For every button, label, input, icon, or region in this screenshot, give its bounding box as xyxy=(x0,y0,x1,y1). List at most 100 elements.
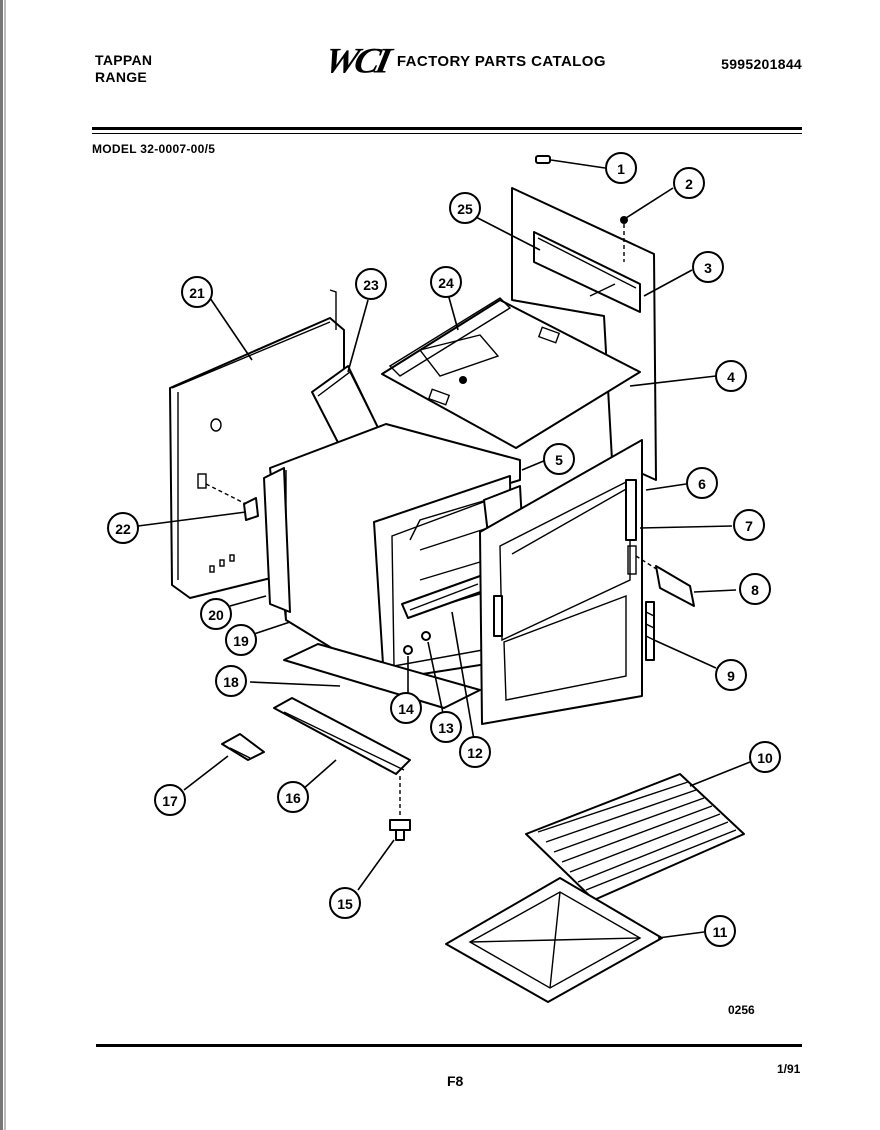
catalog-title: FACTORY PARTS CATALOG xyxy=(396,52,606,70)
part-11-broiler-pan xyxy=(445,877,663,1003)
callout-label: 10 xyxy=(757,750,773,766)
model-number: MODEL 32-0007-00/5 xyxy=(92,142,216,156)
header-rule-thick xyxy=(92,127,802,130)
footer-rule xyxy=(96,1044,802,1047)
header-rule-thin xyxy=(92,133,802,134)
callout-12: 12 xyxy=(459,736,491,768)
callout-label: 19 xyxy=(233,633,249,649)
callout-19: 19 xyxy=(225,624,257,656)
callout-label: 23 xyxy=(363,277,379,293)
callout-circle xyxy=(673,167,705,199)
callout-21: 21 xyxy=(181,276,213,308)
parts-1-2-top-fasteners xyxy=(535,155,628,262)
callout-circle xyxy=(200,598,232,630)
callout-11: 11 xyxy=(704,915,736,947)
callout-circle xyxy=(704,915,736,947)
callout-6: 6 xyxy=(686,467,718,499)
callout-circle xyxy=(459,736,491,768)
callout-circle xyxy=(739,573,771,605)
part-16-kick-plate xyxy=(273,697,411,818)
callout-10: 10 xyxy=(749,741,781,773)
callout-8: 8 xyxy=(739,573,771,605)
brand-block: TAPPAN RANGE xyxy=(95,52,152,86)
callout-label: 8 xyxy=(751,582,759,598)
brand-line-1: TAPPAN xyxy=(95,52,153,68)
callout-22: 22 xyxy=(107,512,139,544)
callout-label: 20 xyxy=(208,607,224,623)
part-8-hinge xyxy=(635,555,695,607)
callout-4: 4 xyxy=(715,360,747,392)
callout-label: 15 xyxy=(337,896,353,912)
callout-25: 25 xyxy=(449,192,481,224)
callout-circle xyxy=(686,467,718,499)
callout-label: 25 xyxy=(457,201,473,217)
scan-edge xyxy=(0,0,6,1130)
brand-line-2: RANGE xyxy=(95,69,148,85)
callout-18: 18 xyxy=(215,665,247,697)
callout-14: 14 xyxy=(390,692,422,724)
figure-code: 0256 xyxy=(728,1003,755,1017)
part-number: 5995201844 xyxy=(721,56,802,72)
callout-label: 17 xyxy=(162,793,178,809)
oven-cavity xyxy=(263,423,523,681)
part-15-leveling-leg xyxy=(389,819,411,841)
callout-7: 7 xyxy=(733,509,765,541)
callout-label: 13 xyxy=(438,720,454,736)
parts-13-14-fasteners xyxy=(403,631,431,655)
callout-circle xyxy=(390,692,422,724)
callout-label: 9 xyxy=(727,668,735,684)
callout-label: 4 xyxy=(727,369,735,385)
part-17-clip xyxy=(221,733,265,761)
callout-circle xyxy=(430,711,462,743)
callout-circle xyxy=(181,276,213,308)
callout-label: 14 xyxy=(398,701,414,717)
callout-circle xyxy=(449,192,481,224)
callout-label: 18 xyxy=(223,674,239,690)
callout-5: 5 xyxy=(543,443,575,475)
part-10-oven-rack xyxy=(525,773,745,901)
callout-label: 11 xyxy=(713,924,728,940)
callout-circle xyxy=(715,659,747,691)
callout-3: 3 xyxy=(692,251,724,283)
part-4-top-panel xyxy=(381,297,641,449)
callout-circle xyxy=(355,268,387,300)
callout-label: 6 xyxy=(698,476,706,492)
callout-16: 16 xyxy=(277,781,309,813)
callout-circle xyxy=(692,251,724,283)
callout-circle xyxy=(430,266,462,298)
callout-circle xyxy=(543,443,575,475)
callout-circle xyxy=(215,665,247,697)
callout-24: 24 xyxy=(430,266,462,298)
callout-2: 2 xyxy=(673,167,705,199)
callout-circle xyxy=(329,887,361,919)
callout-label: 12 xyxy=(467,745,483,761)
callout-label: 7 xyxy=(745,518,753,534)
callout-17: 17 xyxy=(154,784,186,816)
callout-label: 2 xyxy=(685,176,693,192)
callout-13: 13 xyxy=(430,711,462,743)
callout-label: 16 xyxy=(285,790,301,806)
callout-label: 5 xyxy=(555,452,563,468)
leader-lines xyxy=(137,159,751,939)
revision-date: 1/91 xyxy=(777,1062,801,1076)
callout-circle xyxy=(277,781,309,813)
callout-circle xyxy=(225,624,257,656)
part-22-bracket xyxy=(205,483,259,521)
callout-15: 15 xyxy=(329,887,361,919)
callout-circle xyxy=(605,152,637,184)
callout-1: 1 xyxy=(605,152,637,184)
callout-23: 23 xyxy=(355,268,387,300)
catalog-heading: WCI FACTORY PARTS CATALOG xyxy=(321,41,606,81)
part-6-oven-door xyxy=(479,439,643,725)
callout-circle xyxy=(733,509,765,541)
callout-label: 1 xyxy=(617,161,625,177)
callout-circle xyxy=(715,360,747,392)
callout-circle xyxy=(154,784,186,816)
callout-circle xyxy=(107,512,139,544)
part-18-bottom-panel xyxy=(283,643,481,709)
callout-label: 3 xyxy=(704,260,712,276)
callout-9: 9 xyxy=(715,659,747,691)
callout-label: 22 xyxy=(115,521,131,537)
